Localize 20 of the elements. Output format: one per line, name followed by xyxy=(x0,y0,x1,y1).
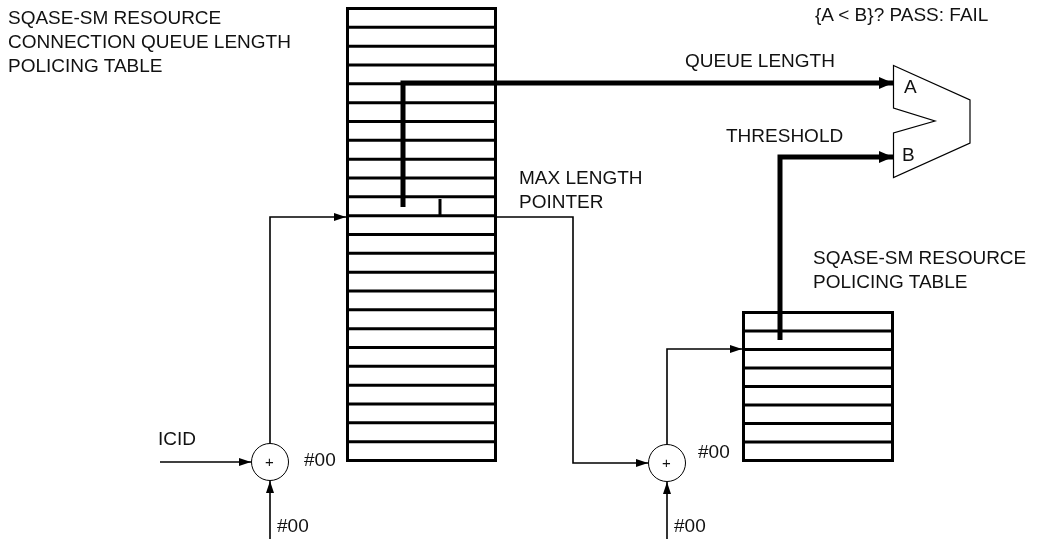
arrow xyxy=(269,213,347,444)
arrow xyxy=(777,151,893,340)
node-caption: {A < B}? PASS: FAIL xyxy=(815,3,989,27)
arrow xyxy=(496,216,649,467)
adder-circle xyxy=(648,444,686,482)
node-caption: #00 xyxy=(304,448,336,472)
input-label: A xyxy=(904,75,917,99)
adder-circle xyxy=(251,443,289,481)
arrow xyxy=(400,77,893,207)
arrow xyxy=(666,345,743,445)
input-label: B xyxy=(902,143,915,167)
table-title: SQASE-SM RESOURCE POLICING TABLE xyxy=(813,246,1028,294)
node-caption: #00 xyxy=(698,440,730,464)
arrow xyxy=(663,481,671,539)
plus-sign: + xyxy=(662,453,671,473)
arrow xyxy=(159,458,252,466)
pointer-label: MAX LENGTH POINTER xyxy=(519,166,644,214)
table-title: SQASE-SM RESOURCE CONNECTION QUEUE LENGTH POLICING TABLE xyxy=(8,6,292,78)
plus-sign: + xyxy=(265,452,274,472)
arrow xyxy=(266,480,274,539)
